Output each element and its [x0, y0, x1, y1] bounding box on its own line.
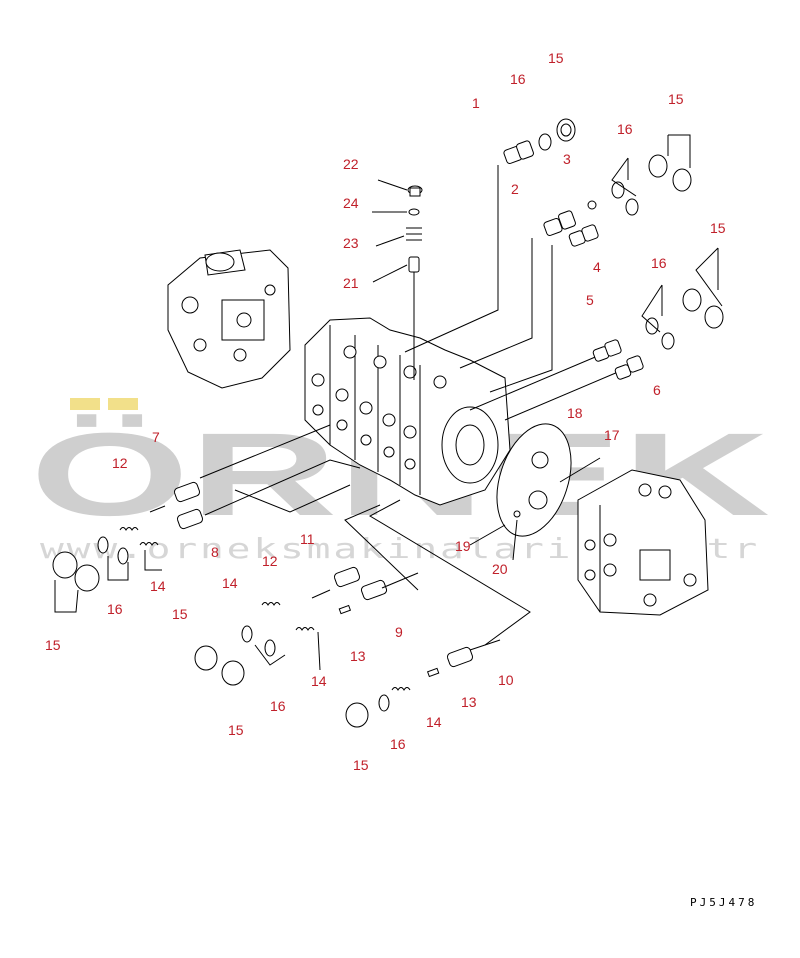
leader-lines — [199, 165, 619, 646]
callout-24: 24 — [343, 195, 359, 211]
callout-15-lower: 15 — [228, 722, 244, 738]
callout-15-left: 15 — [45, 637, 61, 653]
callout-13-upper: 13 — [350, 648, 366, 664]
callout-1: 1 — [472, 95, 480, 111]
callout-20: 20 — [492, 561, 508, 577]
callout-12-left: 12 — [112, 455, 128, 471]
callout-21: 21 — [343, 275, 359, 291]
callout-16-right: 16 — [651, 255, 667, 271]
end-cover-right — [577, 469, 709, 616]
callout-9: 9 — [395, 624, 403, 640]
callout-10: 10 — [498, 672, 514, 688]
watermark-accent-left — [70, 398, 100, 410]
callout-16-left: 16 — [107, 601, 123, 617]
callout-14-mid: 14 — [222, 575, 238, 591]
callout-16-bottom: 16 — [390, 736, 406, 752]
callout-15-top: 15 — [548, 50, 564, 66]
callout-14-left: 14 — [150, 578, 166, 594]
callout-4: 4 — [593, 259, 601, 275]
upper-plugs — [503, 118, 724, 380]
valve-block-stack — [304, 317, 511, 506]
callout-23: 23 — [343, 235, 359, 251]
callout-14-lower: 14 — [311, 673, 327, 689]
callout-16-lower: 16 — [270, 698, 286, 714]
callout-13-lower: 13 — [461, 694, 477, 710]
callout-15-top-right: 15 — [668, 91, 684, 107]
callout-labels: 1 2 3 4 5 6 7 8 9 10 11 12 12 13 13 14 1… — [45, 50, 726, 773]
callout-7: 7 — [152, 429, 160, 445]
left-spools — [52, 481, 204, 613]
callout-12-lower: 12 — [262, 553, 278, 569]
callout-5: 5 — [586, 292, 594, 308]
watermark-accent-right — [108, 398, 138, 410]
drawing-code: PJ5J478 — [690, 896, 757, 909]
callout-15-mid: 15 — [172, 606, 188, 622]
callout-3: 3 — [563, 151, 571, 167]
callout-16-top-right: 16 — [617, 121, 633, 137]
callout-17: 17 — [604, 427, 620, 443]
gasket — [496, 423, 572, 537]
callout-22: 22 — [343, 156, 359, 172]
callout-15-right: 15 — [710, 220, 726, 236]
callout-15-bottom: 15 — [353, 757, 369, 773]
callout-11: 11 — [300, 531, 315, 547]
lower-spools — [194, 566, 501, 728]
callout-19: 19 — [455, 538, 471, 554]
callout-6: 6 — [653, 382, 661, 398]
callout-14-bottom: 14 — [426, 714, 442, 730]
top-relief-parts — [372, 179, 423, 283]
callout-18: 18 — [567, 405, 583, 421]
callout-8: 8 — [211, 544, 219, 560]
callout-2: 2 — [511, 181, 519, 197]
end-cover-left — [167, 249, 291, 389]
callout-16-top: 16 — [510, 71, 526, 87]
